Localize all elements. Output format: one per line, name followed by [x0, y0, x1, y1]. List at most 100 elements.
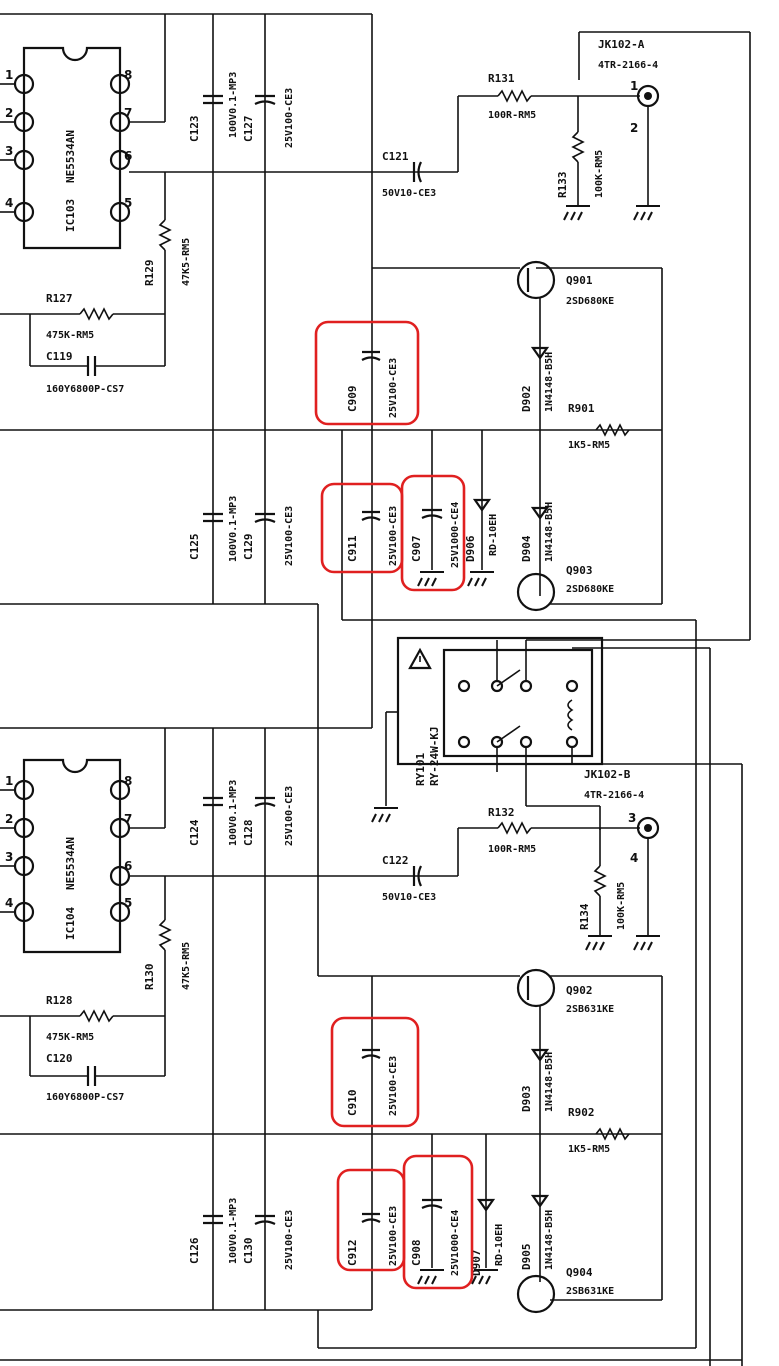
d906-value: RD-10EH [488, 514, 499, 556]
jk102b-label: JK102-B [584, 768, 631, 781]
r902-label: R902 [568, 1106, 595, 1119]
d903-value: 1N4148-B5H [544, 1052, 555, 1112]
pin-label: 2 [5, 106, 13, 120]
pin-label: 5 [124, 896, 132, 910]
pin-label: 4 [5, 896, 13, 910]
c129-value: 25V100-CE3 [284, 506, 295, 566]
c123-value: 100V0.1-MP3 [228, 72, 239, 138]
r131-value: 100R-RM5 [488, 110, 536, 121]
ground-icon [563, 205, 590, 221]
c128-label: C128 [242, 820, 255, 847]
c908-label: C908 [410, 1240, 423, 1267]
pin-label: 4 [5, 196, 13, 210]
pin-label: 7 [124, 106, 132, 120]
q903-value: 2SD680KE [566, 584, 614, 595]
c128-value: 25V100-CE3 [284, 786, 295, 846]
pin-label: 7 [124, 812, 132, 826]
pin-label: 4 [630, 851, 638, 865]
r133-value: 100K-RM5 [594, 150, 605, 198]
pin-label: 2 [630, 121, 638, 135]
q901-label: Q901 [566, 274, 593, 287]
relay-coil [567, 699, 574, 731]
highlight-c909 [314, 320, 420, 426]
jk102a-label: JK102-A [598, 38, 645, 51]
c120-label: C120 [46, 1052, 73, 1065]
c910-value: 25V100-CE3 [388, 1056, 399, 1116]
pin-label: 3 [5, 144, 13, 158]
c126-value: 100V0.1-MP3 [228, 1198, 239, 1264]
c907-label: C907 [410, 536, 423, 563]
c127-label: C127 [242, 116, 255, 143]
r902-value: 1K5-RM5 [568, 1144, 610, 1155]
ic103-label: IC103 [64, 199, 77, 232]
pin-label: 5 [124, 196, 132, 210]
pin-label: 1 [5, 774, 13, 788]
relay-box [396, 636, 604, 766]
transistor-icon [516, 260, 556, 300]
c124-label: C124 [188, 819, 201, 846]
c129-label: C129 [242, 534, 255, 561]
r134-label: R134 [578, 903, 591, 930]
c130-value: 25V100-CE3 [284, 1210, 295, 1270]
c124-value: 100V0.1-MP3 [228, 780, 239, 846]
ic104-part: NE5534AN [64, 837, 77, 890]
r130-label: R130 [143, 964, 156, 991]
r132-value: 100R-RM5 [488, 844, 536, 855]
highlight-c908 [402, 1154, 474, 1290]
diode-icon [530, 346, 550, 360]
ic103: 1 2 3 4 8 7 6 5 IC103 NE5534AN [0, 46, 132, 250]
r127-value: 475K-RM5 [46, 330, 94, 341]
d902-label: D902 [520, 386, 533, 413]
pin-label: 3 [5, 850, 13, 864]
r133-label: R133 [556, 172, 569, 199]
c123-label: C123 [188, 116, 201, 143]
c119-value: 160Y6800P-CS7 [46, 384, 124, 395]
c119-label: C119 [46, 350, 73, 363]
c127-value: 25V100-CE3 [284, 88, 295, 148]
c125-label: C125 [188, 534, 201, 561]
c122-value: 50V10-CE3 [382, 892, 436, 903]
r130-value: 47K5-RM5 [181, 942, 192, 990]
relay-label: RY101 [414, 753, 427, 786]
c130-label: C130 [242, 1238, 255, 1265]
r127-label: R127 [46, 292, 73, 305]
pin-label: 2 [5, 812, 13, 826]
r129-value: 47K5-RM5 [181, 238, 192, 286]
c909-label: C909 [346, 386, 359, 413]
r901-value: 1K5-RM5 [568, 440, 610, 451]
c122-label: C122 [382, 854, 409, 867]
jk102a-part: 4TR-2166-4 [598, 60, 658, 71]
q901-value: 2SD680KE [566, 296, 614, 307]
d903-label: D903 [520, 1086, 533, 1113]
q903-label: Q903 [566, 564, 593, 577]
highlight-c907 [400, 474, 466, 592]
relay-inner [442, 648, 594, 758]
c121-label: C121 [382, 150, 409, 163]
d905-value: 1N4148-B5H [544, 1210, 555, 1270]
pin-label: 1 [630, 79, 638, 93]
c126-label: C126 [188, 1237, 201, 1264]
r128-label: R128 [46, 994, 73, 1007]
c120-value: 160Y6800P-CS7 [46, 1092, 124, 1103]
r129-resistor [158, 219, 172, 251]
warning-icon [408, 647, 432, 670]
c911-label: C911 [346, 535, 359, 562]
c907-value: 25V1000-CE4 [450, 502, 461, 568]
relay-part: RY-24W-KJ [428, 726, 441, 786]
pin-label: 8 [124, 68, 132, 82]
q902-value: 2SB631KE [566, 1004, 614, 1015]
r134-value: 100K-RM5 [616, 882, 627, 930]
pin-label: 6 [124, 149, 132, 163]
r131-label: R131 [488, 72, 515, 85]
highlight-c910 [330, 1016, 420, 1128]
ic104-label: IC104 [64, 907, 77, 940]
ic103-part: NE5534AN [64, 130, 77, 183]
jk102b-part: 4TR-2166-4 [584, 790, 644, 801]
c908-value: 25V1000-CE4 [450, 1210, 461, 1276]
c912-value: 25V100-CE3 [388, 1206, 399, 1266]
d905-label: D905 [520, 1244, 533, 1271]
d906-label: D906 [464, 535, 477, 562]
r129-label: R129 [143, 260, 156, 287]
c121-value: 50V10-CE3 [382, 188, 436, 199]
